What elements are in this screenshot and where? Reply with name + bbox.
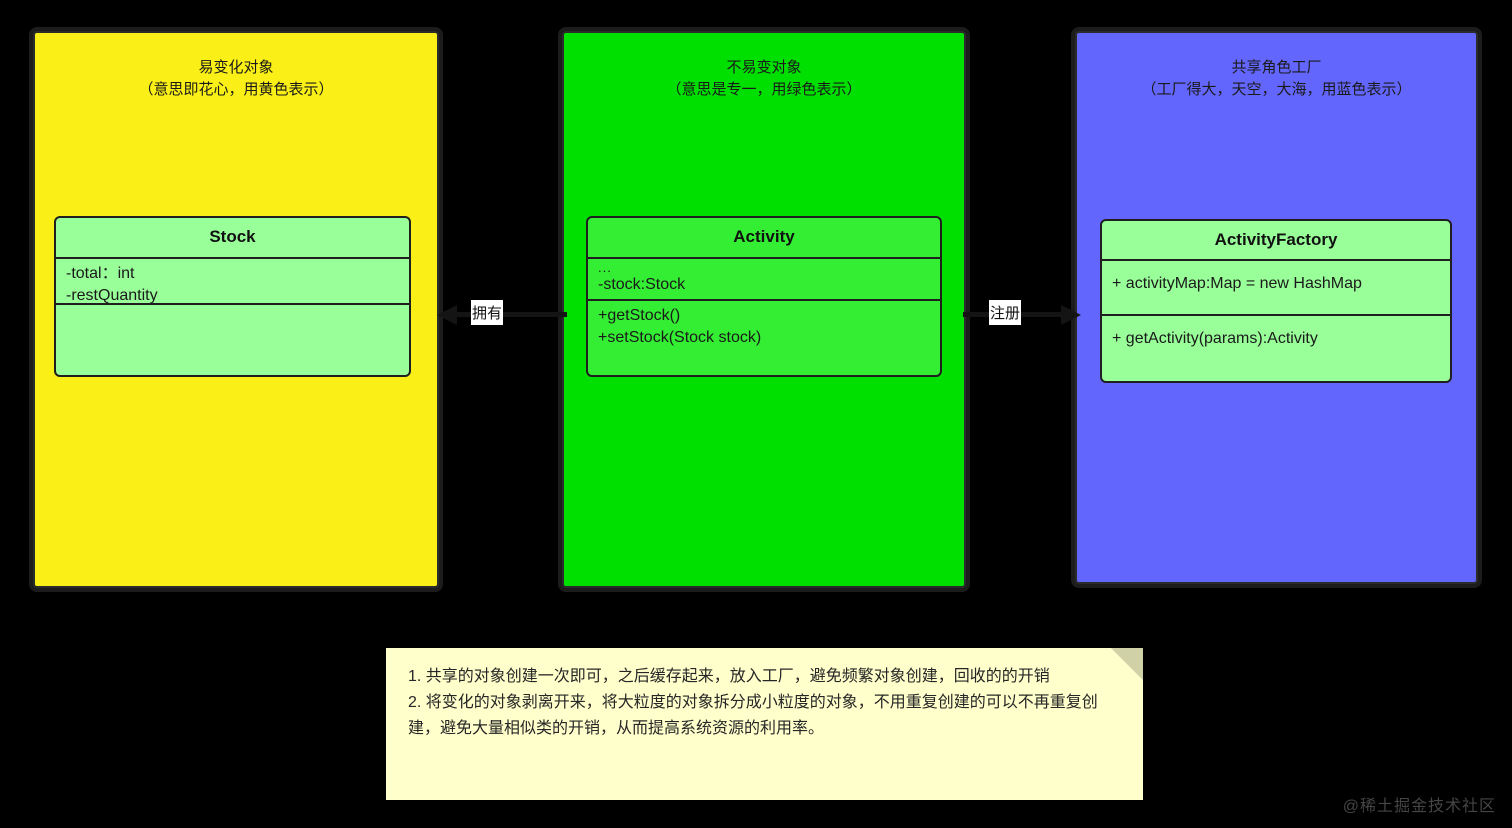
note-line: 1. 共享的对象创建一次即可，之后缓存起来，放入工厂，避免频繁对象创建，回收的的… <box>408 668 1050 685</box>
uml-class-activityfactory[interactable]: ActivityFactory + activityMap:Map = new … <box>1100 219 1452 383</box>
uml-operations-activityfactory: + getActivity(params):Activity <box>1102 316 1450 381</box>
uml-class-stock[interactable]: Stock -total：int -restQuantity <box>54 216 411 377</box>
uml-operation-row: +setStock(Stock stock) <box>598 328 762 346</box>
watermark: @稀土掘金技术社区 <box>1342 798 1496 815</box>
note-line: 2. 将变化的对象剥离开来，将大粒度的对象拆分成小粒度的对象，不用重复创建的可以… <box>408 693 1098 737</box>
uml-operation-row: + getActivity(params):Activity <box>1112 330 1318 347</box>
note-box[interactable]: 1. 共享的对象创建一次即可，之后缓存起来，放入工厂，避免频繁对象创建，回收的的… <box>386 648 1143 800</box>
group-subtitle-volatile: （意思即花心，用黄色表示） <box>138 80 334 98</box>
uml-operations-stock <box>56 305 409 375</box>
group-title-factory: 共享角色工厂 （工厂得大，天空，大海，用蓝色表示） <box>1077 57 1476 101</box>
arrowhead-left-icon <box>437 305 457 325</box>
connector-line <box>451 312 567 317</box>
group-title-text-volatile: 易变化对象 <box>198 59 274 76</box>
uml-operations-activity: +getStock() +setStock(Stock stock) <box>588 301 940 375</box>
group-title-text-stable: 不易变对象 <box>726 59 802 76</box>
uml-attribute-row: -stock:Stock <box>598 276 686 293</box>
group-subtitle-factory: （工厂得大，天空，大海，用蓝色表示） <box>1141 80 1412 98</box>
uml-class-name-activityfactory: ActivityFactory <box>1102 221 1450 261</box>
uml-attributes-activity: ... -stock:Stock <box>588 259 940 301</box>
group-title-text-factory: 共享角色工厂 <box>1231 59 1322 76</box>
uml-attributes-activityfactory: + activityMap:Map = new HashMap <box>1102 261 1450 316</box>
uml-class-name-stock: Stock <box>56 218 409 259</box>
uml-attribute-row: -total：int <box>66 265 135 282</box>
uml-attribute-row: ... <box>598 260 612 275</box>
note-fold-shade-icon <box>1111 648 1143 680</box>
arrowhead-right-icon <box>1061 305 1081 325</box>
group-title-volatile: 易变化对象 （意思即花心，用黄色表示） <box>35 57 437 101</box>
uml-attribute-row: -restQuantity <box>66 286 158 304</box>
group-title-stable: 不易变对象 （意思是专一，用绿色表示） <box>564 57 964 101</box>
uml-operation-row: +getStock() <box>598 307 681 324</box>
uml-class-name-activity: Activity <box>588 218 940 259</box>
group-subtitle-stable: （意思是专一，用绿色表示） <box>666 80 862 98</box>
uml-attributes-stock: -total：int -restQuantity <box>56 259 409 305</box>
connector-label-register: 注册 <box>989 300 1022 325</box>
connector-label-owns: 拥有 <box>471 300 504 325</box>
uml-attribute-row: + activityMap:Map = new HashMap <box>1112 275 1362 292</box>
uml-class-activity[interactable]: Activity ... -stock:Stock +getStock() +s… <box>586 216 942 377</box>
